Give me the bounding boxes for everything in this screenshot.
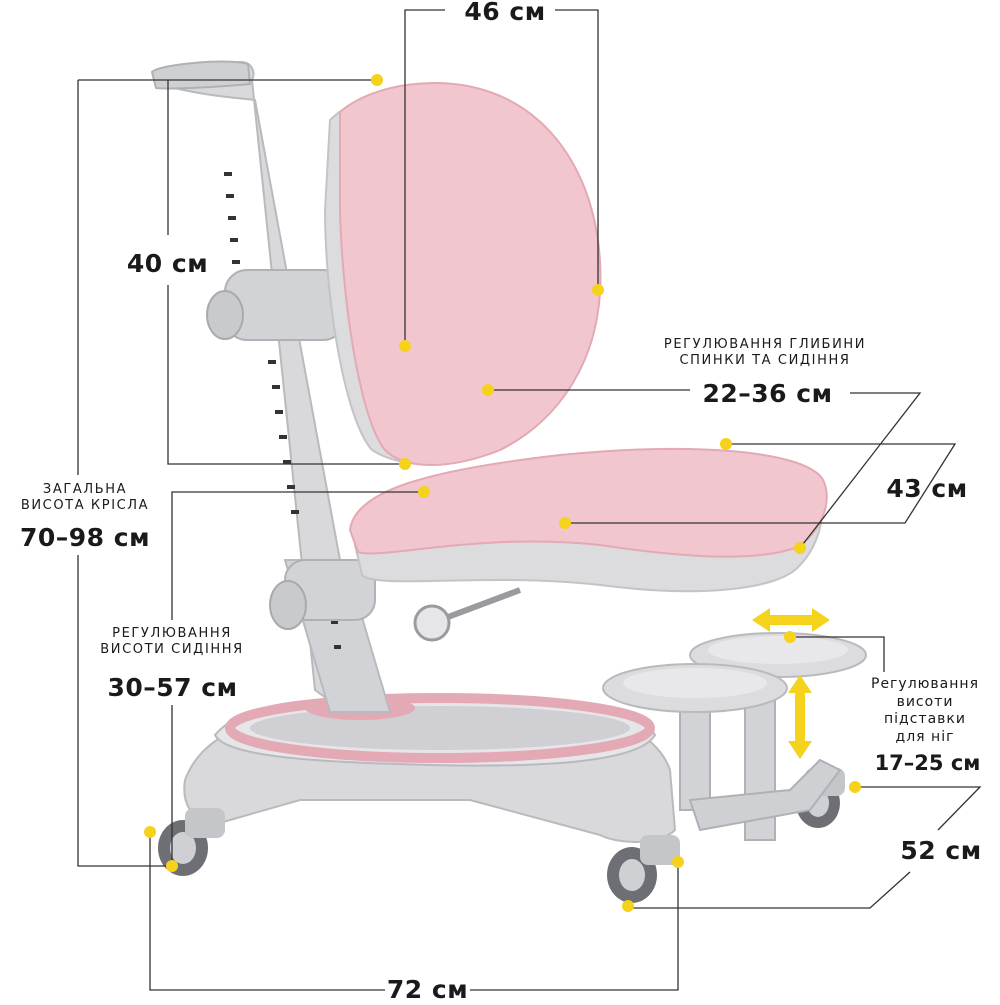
label-depth-adjust-line2: СПИНКИ ТА СИДІННЯ <box>679 353 851 369</box>
dim-backrest-width <box>404 9 445 346</box>
marker-dot <box>592 284 604 296</box>
dim-base-width <box>149 832 385 991</box>
dim-backrest-height-low <box>167 285 404 465</box>
label-base-width: 72 см <box>386 975 469 1004</box>
label-total-height-line1: ЗАГАЛЬНА <box>42 482 128 497</box>
label-footrest-line2: висоти <box>896 693 954 710</box>
horizontal-arrow-icon <box>752 608 830 632</box>
marker-dot <box>418 486 430 498</box>
chair-base-pink-ring <box>225 693 655 763</box>
measurement-markers <box>144 74 861 912</box>
caster-wheel-icon <box>607 835 680 903</box>
seat-depth-rod <box>438 587 522 623</box>
adjustment-knob-icon <box>413 604 451 642</box>
label-depth-adjust-title: РЕГУЛЮВАННЯ ГЛИБИНИ СПИНКИ ТА СИДІННЯ <box>640 337 890 370</box>
label-seat-height-title: РЕГУЛЮВАННЯ ВИСОТИ СИДІННЯ <box>82 626 262 659</box>
marker-dot <box>482 384 494 396</box>
dim-backrest-width-right <box>555 9 599 290</box>
label-footrest-value: 17–25 см <box>874 751 981 775</box>
adjustment-knob-icon <box>269 580 307 630</box>
label-seat-height-line2: ВИСОТИ СИДІННЯ <box>100 642 244 658</box>
backrest-clamp <box>224 269 346 341</box>
marker-dot <box>166 860 178 872</box>
adjustment-knob-icon <box>206 290 244 340</box>
label-footrest-line4: для ніг <box>895 728 955 745</box>
dim-base-depth-low <box>628 871 911 909</box>
chair-illustration <box>150 60 867 903</box>
label-total-height-value: 70–98 см <box>19 523 151 552</box>
dimension-lines <box>77 9 982 991</box>
backrest-handle <box>150 60 252 90</box>
marker-dot <box>399 340 411 352</box>
label-footrest-line1: Регулювання <box>871 676 979 692</box>
marker-dot <box>399 458 411 470</box>
marker-dot <box>144 826 156 838</box>
label-depth-adjust-value: 22–36 см <box>702 379 833 408</box>
marker-dot <box>794 542 806 554</box>
dim-seat-width <box>565 443 957 524</box>
chair-base-center <box>250 706 630 750</box>
footrest <box>602 632 867 841</box>
height-adjust-slots <box>224 172 341 649</box>
marker-dot <box>371 74 383 86</box>
marker-dot <box>720 438 732 450</box>
label-backrest-height: 40 см <box>126 249 209 278</box>
marker-dot <box>849 781 861 793</box>
dim-seat-height <box>171 491 424 620</box>
label-total-height-title: ЗАГАЛЬНА ВИСОТА КРІСЛА <box>2 482 168 515</box>
label-footrest-title: Регулювання висоти підставки для ніг <box>852 676 998 746</box>
seat-cushion <box>348 447 828 558</box>
dim-base-depth <box>855 786 982 831</box>
vertical-arrow-icon <box>788 675 812 759</box>
dim-total-height-low <box>77 555 172 867</box>
label-seat-width: 43 см <box>886 474 968 503</box>
label-footrest-line3: підставки <box>884 711 966 727</box>
marker-dot <box>622 900 634 912</box>
dim-depth-adjust-right <box>799 392 922 549</box>
dim-footrest <box>790 636 885 672</box>
marker-dot <box>559 517 571 529</box>
label-base-depth: 52 см <box>900 836 982 865</box>
label-backrest-width: 46 см <box>464 0 546 26</box>
label-total-height-line2: ВИСОТА КРІСЛА <box>20 498 150 514</box>
backrest-cushion <box>339 82 602 466</box>
dim-base-width-right <box>470 862 679 991</box>
label-depth-adjust-line1: РЕГУЛЮВАННЯ ГЛИБИНИ <box>663 337 867 352</box>
marker-dot <box>672 856 684 868</box>
label-seat-height-line1: РЕГУЛЮВАННЯ <box>112 626 232 641</box>
marker-dot <box>784 631 796 643</box>
label-seat-height-value: 30–57 см <box>107 673 238 702</box>
